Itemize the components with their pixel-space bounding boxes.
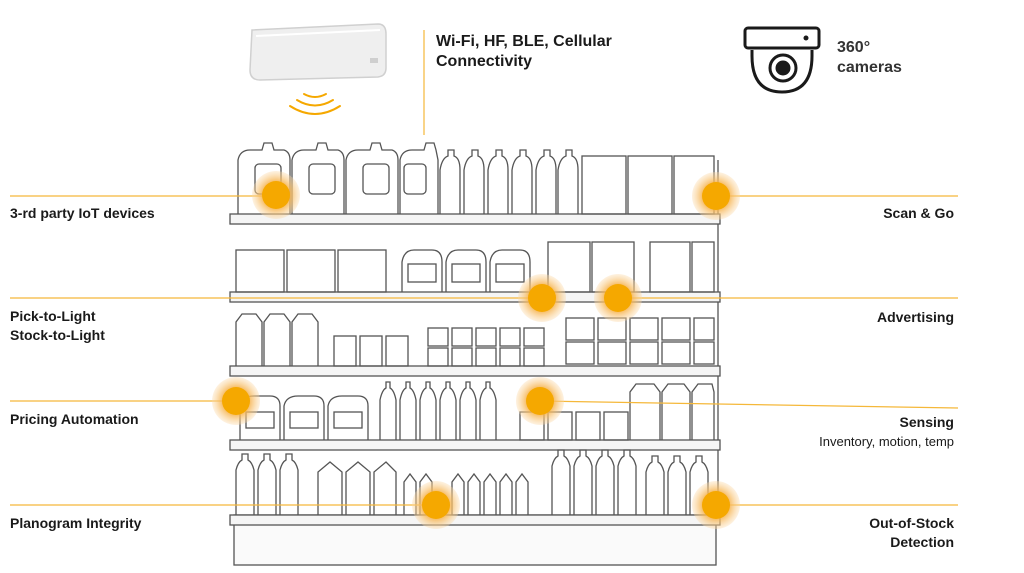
label-advertising: Advertising [876, 309, 954, 325]
connectivity-line2: Connectivity [436, 53, 533, 70]
hotspot-advertising [594, 274, 642, 322]
label-out-of-stock: Out-of-Stock Detection [869, 514, 954, 552]
label-sensing-title: Sensing [899, 414, 954, 430]
callout-lines [10, 195, 959, 506]
camera-line2: cameras [837, 59, 902, 76]
camera-icon [743, 26, 821, 94]
label-scan-go: Scan & Go [883, 205, 954, 221]
label-pick-stock: Pick-to-Light Stock-to-Light [10, 307, 105, 345]
hotspot-pick [518, 274, 566, 322]
connectivity-label: Wi-Fi, HF, BLE, Cellular Connectivity [436, 32, 612, 72]
shelf-unit [229, 142, 721, 566]
connectivity-line1: Wi-Fi, HF, BLE, Cellular [436, 33, 612, 50]
hotspot-iot [252, 171, 300, 219]
hotspot-oos [692, 481, 740, 529]
hotspot-sensing [516, 377, 564, 425]
line-sensing [539, 400, 959, 409]
label-pick-line1: Pick-to-Light [10, 308, 96, 324]
wifi-waves-icon [289, 93, 341, 115]
label-pick-line2: Stock-to-Light [10, 327, 105, 343]
label-pricing-automation: Pricing Automation [10, 411, 139, 427]
access-point-icon [249, 23, 387, 81]
hotspot-planogram [412, 481, 460, 529]
label-iot-devices: 3-rd party IoT devices [10, 205, 155, 221]
label-sensing: Sensing Inventory, motion, temp [819, 413, 954, 451]
hotspot-markers [212, 171, 740, 529]
label-planogram-integrity: Planogram Integrity [10, 515, 142, 531]
camera-label: 360° cameras [837, 38, 902, 78]
label-oos-line2: Detection [890, 534, 954, 550]
camera-line1: 360° [837, 39, 871, 56]
hotspot-scan [692, 172, 740, 220]
label-sensing-sub: Inventory, motion, temp [819, 434, 954, 449]
hotspot-pricing [212, 377, 260, 425]
label-oos-line1: Out-of-Stock [869, 515, 954, 531]
